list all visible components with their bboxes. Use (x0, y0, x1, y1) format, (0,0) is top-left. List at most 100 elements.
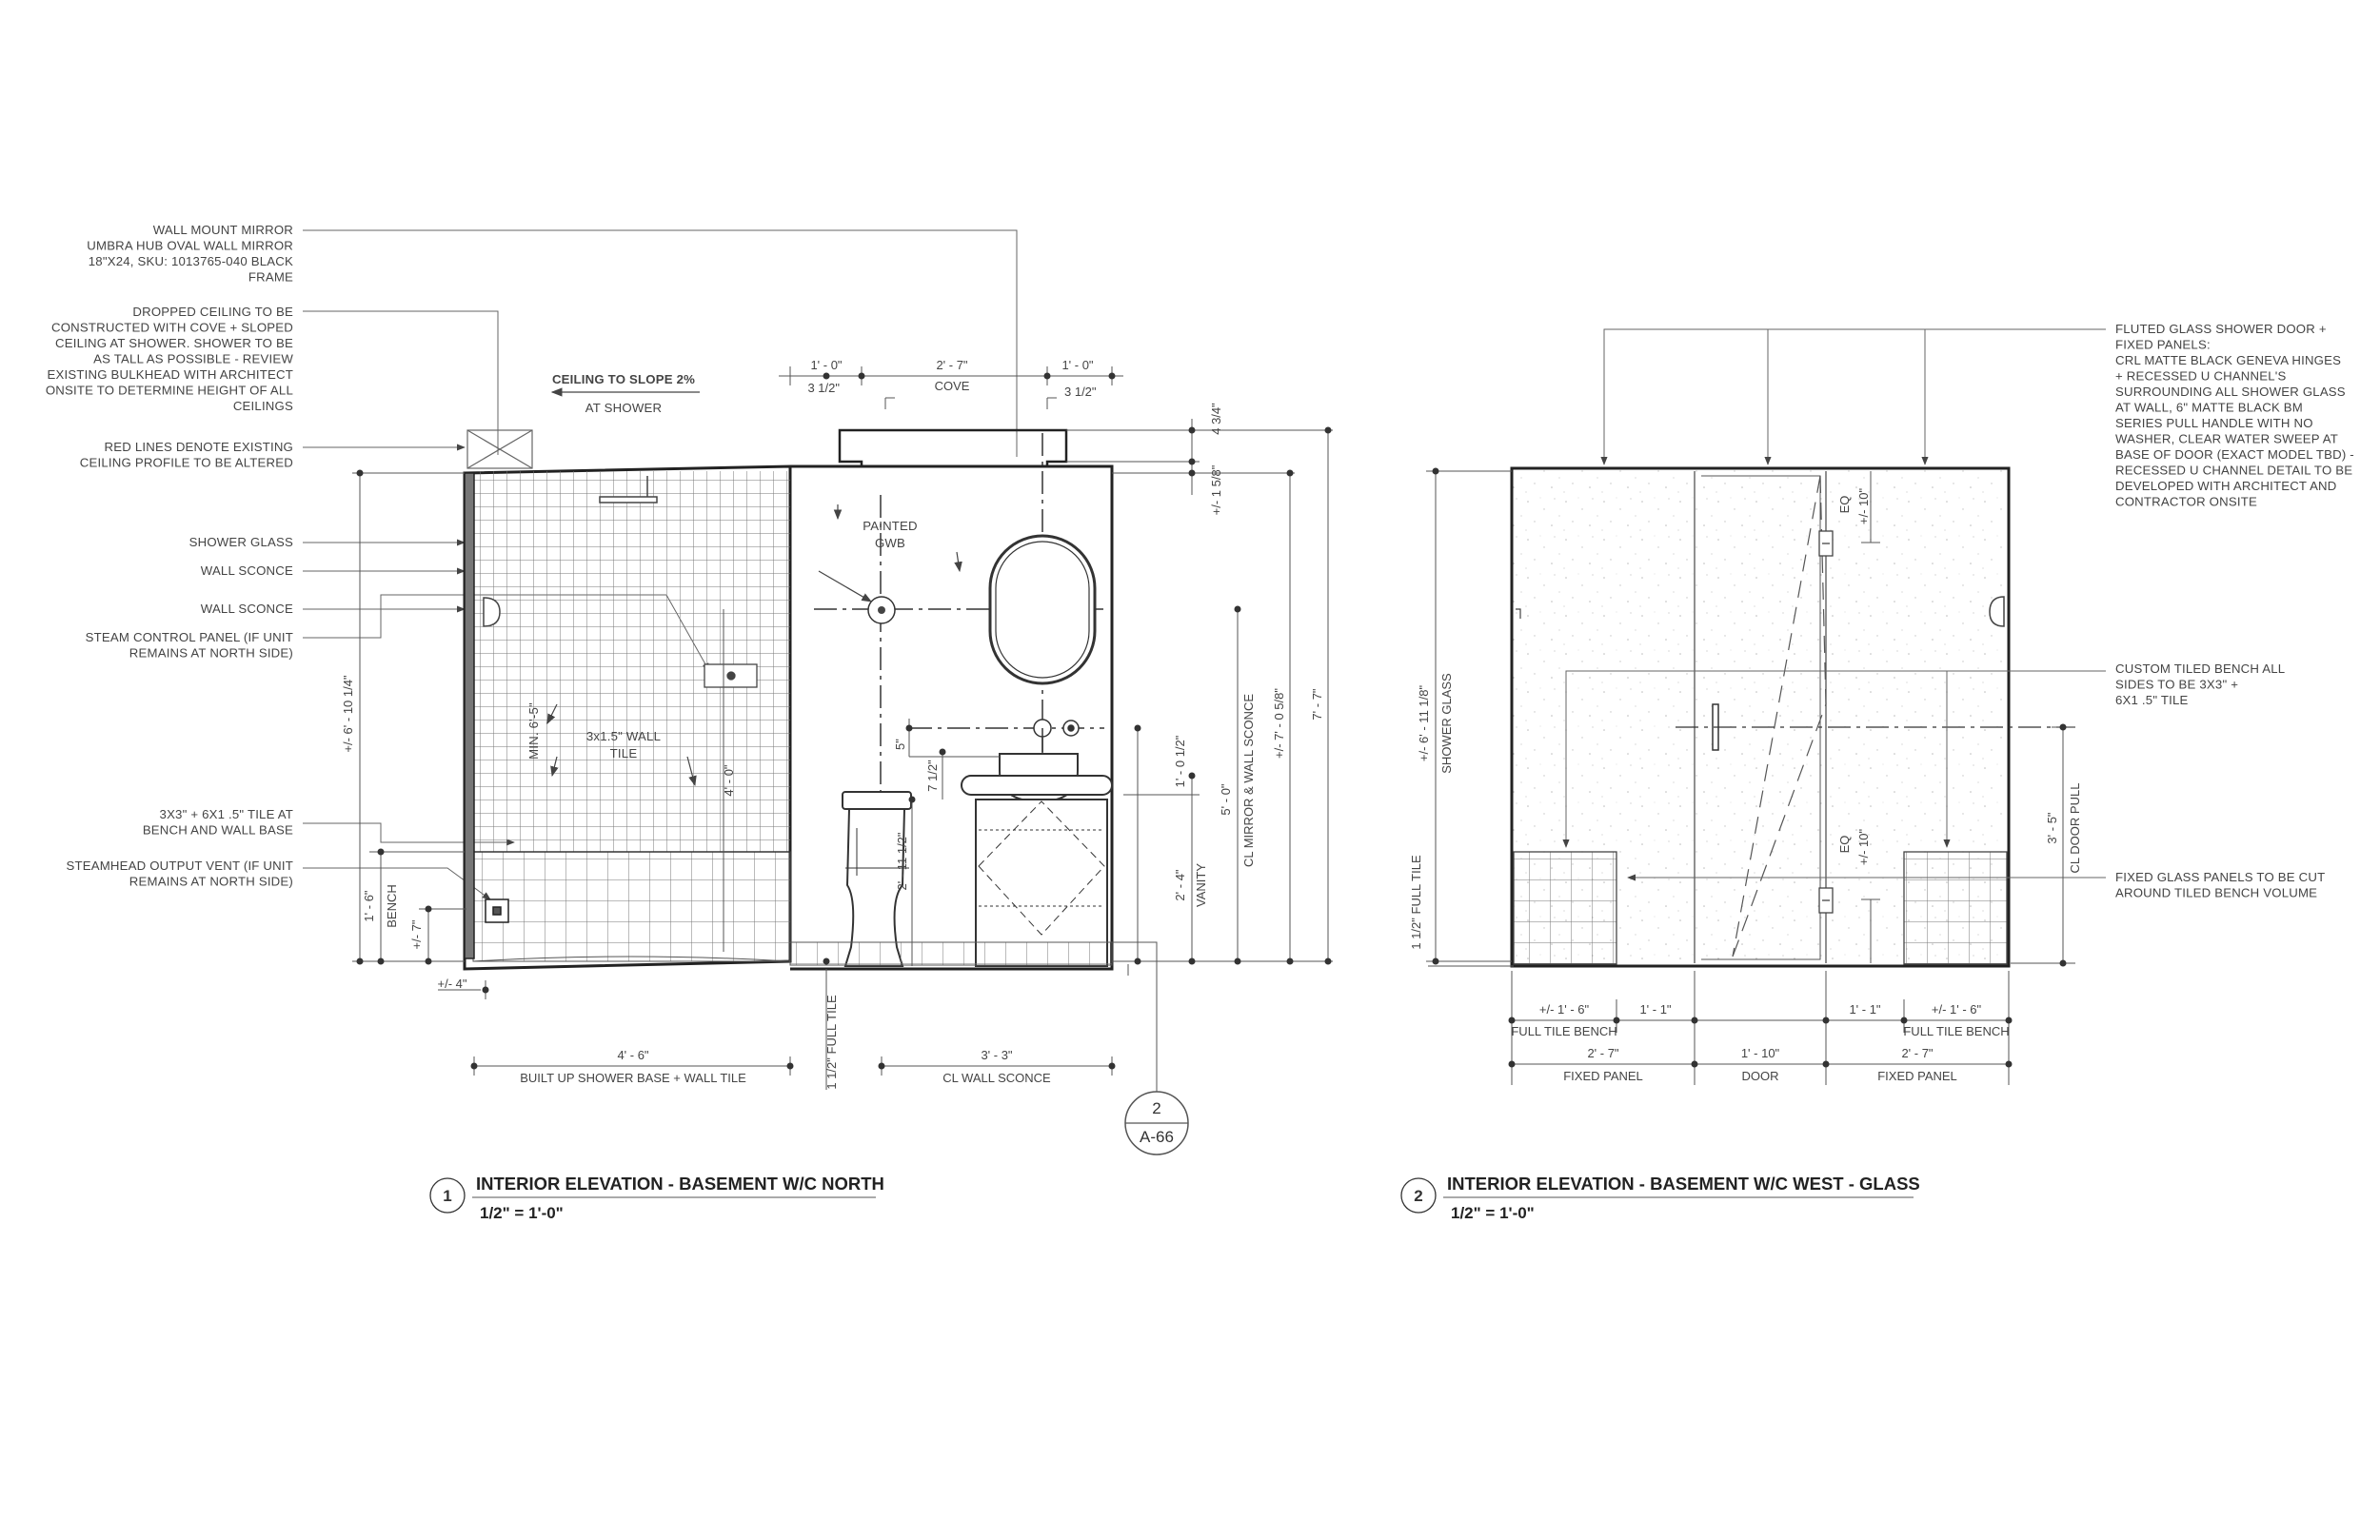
cl-door-pull-label: CL DOOR PULL (2068, 783, 2082, 874)
note-line: BASE OF DOOR (EXACT MODEL TBD) - (2115, 447, 2354, 462)
full-tile-bench-right: FULL TILE BENCH (1903, 1024, 2009, 1038)
dim-5: 5" (893, 739, 907, 750)
eq-bottom: EQ (1837, 836, 1852, 854)
note-line: FIXED GLASS PANELS TO BE CUT (2115, 870, 2325, 884)
dimension-lines-1 (352, 366, 1333, 1114)
cl-sconce-label: CL WALL SCONCE (942, 1071, 1051, 1085)
note-line: EXISTING BULKHEAD WITH ARCHITECT (48, 367, 293, 382)
dim-door-pull: 3' - 5" (2045, 812, 2059, 843)
note-line: UMBRA HUB OVAL WALL MIRROR (87, 239, 293, 253)
note-line: AT WALL, 6" MATTE BLACK BM (2115, 401, 2303, 415)
note-line: + RECESSED U CHANNEL'S (2115, 369, 2287, 384)
dim-panel-left: 2' - 7" (1587, 1046, 1618, 1060)
note-line: BENCH AND WALL BASE (143, 823, 293, 838)
shower-glass-panel (464, 472, 475, 959)
cl-mirror-label: CL MIRROR & WALL SCONCE (1241, 694, 1256, 867)
dim-bench-height: 1' - 6" (362, 890, 376, 921)
door-hinges (1818, 530, 1834, 914)
note-line: DROPPED CEILING TO BE (132, 305, 293, 319)
min-height-label: MIN. 6'-5" (526, 702, 541, 760)
dimension-dots-2 (1432, 467, 2067, 1068)
shower-door (1694, 471, 1827, 963)
door-label: DOOR (1742, 1069, 1779, 1083)
dim-10-top: +/- 10" (1856, 488, 1871, 525)
note-line: CEILING AT SHOWER. SHOWER TO BE (55, 336, 293, 350)
dimension-lines-2 (1426, 470, 2075, 1085)
fixed-panel-left-label: FIXED PANEL (1563, 1069, 1643, 1083)
note-line: DEVELOPED WITH ARCHITECT AND (2115, 479, 2337, 493)
interior-labels-1: CEILING TO SLOPE 2% AT SHOWER PAINTED GW… (526, 372, 918, 760)
cove-ceiling (838, 428, 1068, 468)
full-tile-label-1: 1 1/2" FULL TILE (824, 995, 839, 1090)
note-line: CEILING PROFILE TO BE ALTERED (80, 456, 293, 470)
title-block-2: 2 INTERIOR ELEVATION - BASEMENT W/C WEST… (1400, 1174, 1920, 1222)
note-line: FLUTED GLASS SHOWER DOOR + (2115, 322, 2327, 336)
shower-glass-label: SHOWER GLASS (1439, 673, 1454, 774)
full-tile-label-2: 1 1/2" FULL TILE (1409, 855, 1423, 950)
steam-control-panel (704, 663, 758, 688)
section-reference-bubble: 2 A-66 (1124, 1091, 1189, 1155)
faucet (1033, 719, 1080, 752)
wall-tile-line1: 3x1.5" WALL (586, 729, 661, 743)
note-line: SURROUNDING ALL SHOWER GLASS (2115, 385, 2346, 399)
drawing-number-1: 1 (443, 1187, 451, 1205)
note-line: CEILINGS (233, 399, 293, 413)
toilet (842, 791, 912, 967)
vanity-label: VANITY (1194, 863, 1208, 907)
dim-10-bottom: +/- 10" (1856, 829, 1871, 866)
note-line: CRL MATTE BLACK GENEVA HINGES (2115, 353, 2341, 367)
dim-bench-left: +/- 1' - 6" (1539, 1002, 1590, 1017)
note-line: WALL SCONCE (201, 563, 293, 578)
dim-1-0-right: 1' - 0" (1061, 358, 1093, 372)
sconce-right (1989, 596, 2005, 627)
note-line: AS TALL AS POSSIBLE - REVIEW (93, 352, 293, 366)
note-line: CONSTRUCTED WITH COVE + SLOPED (51, 321, 293, 335)
wall-sconce-shower (483, 597, 501, 627)
dim-4: +/- 4" (438, 977, 467, 991)
full-tile-bench-left: FULL TILE BENCH (1511, 1024, 1616, 1038)
bench-label: BENCH (385, 884, 399, 928)
note-line: AROUND TILED BENCH VOLUME (2115, 886, 2317, 900)
shower-head (599, 476, 658, 503)
dim-mirror-height: 5' - 0" (1219, 783, 1233, 815)
note-line: 6X1 .5" TILE (2115, 693, 2188, 707)
note-leaders-right (1562, 328, 2106, 881)
note-line: WASHER, CLEAR WATER SWEEP AT (2115, 432, 2338, 446)
cove-label: COVE (935, 379, 970, 393)
dim-gap-left: 1' - 1" (1639, 1002, 1671, 1017)
drawing-title-2: INTERIOR ELEVATION - BASEMENT W/C WEST -… (1447, 1174, 1920, 1194)
steam-vent (485, 898, 509, 923)
dim-3-5-right: 3 1/2" (1064, 385, 1097, 399)
drawing-title-1: INTERIOR ELEVATION - BASEMENT W/C NORTH (476, 1174, 884, 1194)
drawing-number-2: 2 (1414, 1187, 1422, 1205)
note-line: 18"X24, SKU: 1013765-040 BLACK (89, 254, 293, 268)
shower-base-label: BUILT UP SHOWER BASE + WALL TILE (520, 1071, 746, 1085)
dim-overall-glass: +/- 6' - 11 1/8" (1417, 685, 1431, 762)
section-sheet: A-66 (1140, 1128, 1174, 1146)
dim-7-5: 7 1/2" (925, 760, 940, 792)
dim-2-11-5: 2' - 11 1/2" (895, 832, 909, 890)
note-line: ONSITE TO DETERMINE HEIGHT OF ALL (46, 384, 293, 398)
dim-gap-right: 1' - 1" (1849, 1002, 1880, 1017)
dim-3-5-left: 3 1/2" (807, 381, 840, 395)
dim-1-0-left: 1' - 0" (810, 358, 842, 372)
eq-top: EQ (1837, 496, 1852, 514)
note-line: FIXED PANELS: (2115, 338, 2211, 352)
bench-tile (472, 851, 791, 962)
note-line: REMAINS AT NORTH SIDE) (129, 646, 293, 661)
at-shower-label: AT SHOWER (585, 401, 662, 415)
dim-bench-right: +/- 1' - 6" (1932, 1002, 1982, 1017)
notes-right: FLUTED GLASS SHOWER DOOR + FIXED PANELS:C… (2115, 322, 2354, 900)
existing-bulkhead (466, 429, 533, 469)
dim-door-width: 1' - 10" (1741, 1046, 1780, 1060)
title-block-1: 1 INTERIOR ELEVATION - BASEMENT W/C NORT… (429, 1174, 884, 1222)
tiled-bench-left (1513, 851, 1617, 965)
dim-4-3-4: 4 3/4" (1209, 403, 1223, 435)
dim-vanity-height: 2' - 4" (1173, 869, 1187, 900)
note-line: STEAM CONTROL PANEL (IF UNIT (86, 630, 293, 644)
drawing-scale-1: 1/2" = 1'-0" (480, 1204, 564, 1222)
painted-gwb-line2: GWB (875, 536, 905, 550)
note-line: RED LINES DENOTE EXISTING (105, 440, 293, 454)
dimension-text-1: 1' - 0" 2' - 7" 1' - 0" COVE 3 1/2" 3 1/… (341, 358, 1324, 1090)
